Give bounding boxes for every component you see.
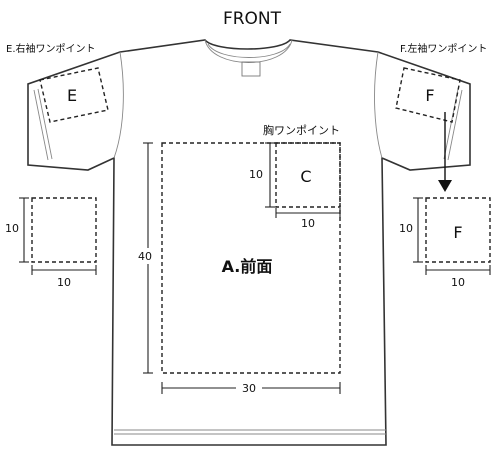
chest-label: 胸ワンポイント: [263, 123, 340, 137]
left-sleeve-label: F.左袖ワンポイント: [400, 42, 487, 55]
sleeve-hem-left: [33, 89, 49, 161]
svg-text:10: 10: [249, 168, 263, 181]
area-c: C: [275, 142, 341, 208]
svg-text:40: 40: [138, 250, 152, 263]
sleeve-seam-right: [374, 51, 383, 159]
svg-text:10: 10: [451, 276, 465, 289]
area-a: A.前面: [161, 142, 341, 374]
sleeve-seam-left: [113, 51, 124, 159]
page-title: FRONT: [223, 9, 282, 29]
svg-text:A.前面: A.前面: [222, 257, 273, 276]
right-sleeve-label: E.右袖ワンポイント: [6, 42, 96, 55]
detail-box-left: [31, 197, 97, 263]
collar: [204, 39, 293, 63]
svg-text:10: 10: [399, 222, 413, 235]
collar-inner: [207, 43, 291, 58]
svg-text:30: 30: [242, 382, 256, 395]
svg-text:C: C: [300, 167, 311, 186]
dim-left-height: 10: [2, 197, 29, 263]
neck-label: [241, 61, 261, 77]
dim-front-height: 40: [135, 142, 159, 374]
dim-right-width: 10: [425, 265, 491, 289]
dim-right-height: 10: [396, 197, 423, 263]
dim-chest-height: 10: [244, 142, 275, 208]
dim-front-width: 30: [161, 381, 341, 395]
sleeve-hem-right: [447, 89, 463, 161]
svg-text:E: E: [67, 86, 77, 105]
area-e: E: [39, 67, 109, 123]
area-f: F: [395, 67, 461, 123]
svg-text:10: 10: [5, 222, 19, 235]
dim-chest-width: 10: [275, 208, 341, 230]
svg-text:F: F: [425, 86, 434, 105]
svg-text:10: 10: [57, 276, 71, 289]
dim-left-width: 10: [31, 265, 97, 289]
arrow-f-to-detail: [438, 112, 452, 192]
tshirt-outline: [27, 39, 471, 446]
sleeve-hem-left-2: [37, 88, 53, 160]
svg-text:F: F: [453, 223, 462, 242]
svg-text:10: 10: [301, 217, 315, 230]
detail-box-f: F: [425, 197, 491, 263]
